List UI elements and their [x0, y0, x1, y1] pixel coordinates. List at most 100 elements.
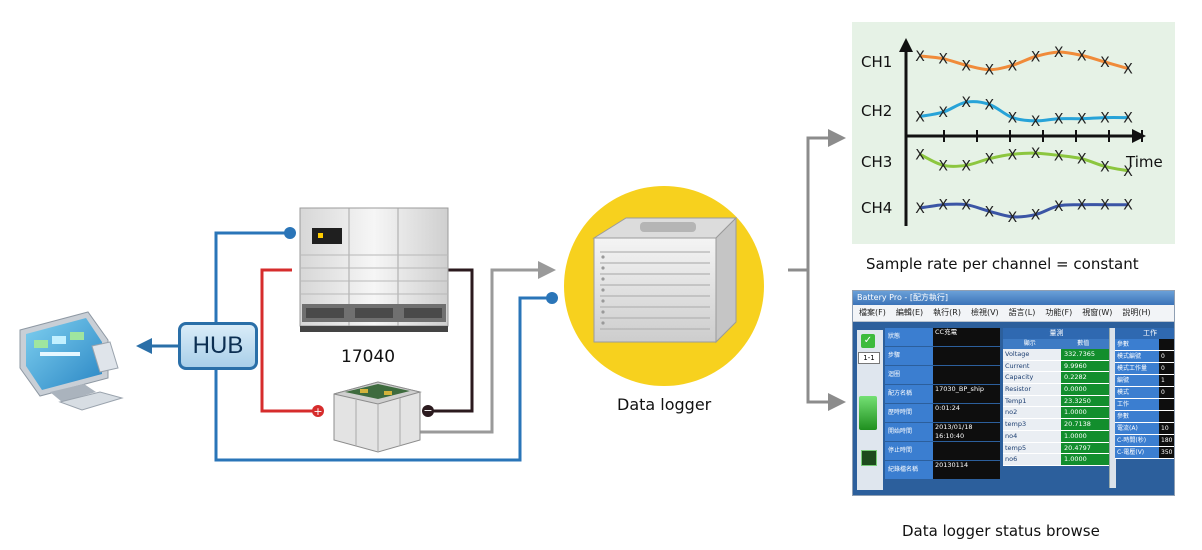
work-value: 0 [1159, 387, 1174, 398]
work-value: 180 [1159, 435, 1174, 446]
logger-output-arrows [788, 136, 828, 404]
work-value [1159, 411, 1174, 422]
arrow-to-chart [828, 129, 846, 147]
menu-item[interactable]: 檢視(V) [970, 308, 999, 317]
measurement-name: Resistor [1003, 384, 1061, 395]
work-row: 電流(A)10 [1115, 423, 1174, 435]
row-key: 紀錄檔名稱 [885, 461, 933, 479]
data-point-marker: X [938, 158, 948, 174]
measurement-value: 1.0000 [1061, 454, 1110, 465]
work-name: C-電壓(V) [1115, 447, 1159, 458]
measurement-name: Voltage [1003, 349, 1061, 360]
table-row: 停止時間 [885, 442, 1000, 460]
row-key: 歷時時間 [885, 404, 933, 422]
status-browse-window: Battery Pro - [配方執行] 檔案(F)編輯(E)執行(R)檢視(V… [852, 290, 1175, 496]
menu-item[interactable]: 功能(F) [1045, 308, 1073, 317]
menu-item[interactable]: 語言(L) [1008, 308, 1036, 317]
monitor-icon[interactable] [861, 450, 877, 466]
data-logger-label: Data logger [617, 395, 712, 414]
measurement-value: 0.0000 [1061, 384, 1110, 395]
row-key: 開始時間 [885, 423, 933, 441]
data-point-marker: X [915, 201, 925, 217]
measurement-name: temp3 [1003, 419, 1061, 430]
work-name: 電流(A) [1115, 423, 1159, 434]
measurement-value: 20.7138 [1061, 419, 1110, 430]
work-row: C-時間(秒)180 [1115, 435, 1174, 447]
data-logger-image [564, 186, 764, 386]
channel-sidebar: ✓ 1-1 [857, 330, 883, 490]
work-value: 10 [1159, 423, 1174, 434]
data-point-marker: X [1077, 152, 1087, 168]
check-icon[interactable]: ✓ [861, 334, 875, 348]
row-value: 2013/01/18 16:10:40 [933, 423, 1000, 441]
work-value: 1 [1159, 375, 1174, 386]
hub-label: HUB [192, 332, 244, 359]
measurement-subheader: 顯示 數值 [1003, 339, 1110, 349]
series-line-ch1 [919, 50, 1129, 72]
row-value: 0:01:24 [933, 404, 1000, 422]
work-name: 參數 [1115, 411, 1159, 422]
data-point-marker: X [1054, 45, 1064, 61]
row-value [933, 442, 1000, 460]
data-point-marker: X [1054, 199, 1064, 215]
measurement-header: 量測 [1003, 328, 1110, 339]
data-point-marker: X [985, 63, 995, 79]
measurement-value: 1.0000 [1061, 407, 1110, 419]
scrollbar[interactable] [1109, 328, 1116, 488]
data-point-marker: X [1031, 50, 1041, 66]
computer-icon [19, 311, 124, 411]
table-row: 迴圈 [885, 366, 1000, 384]
menu-item[interactable]: 說明(H) [1122, 308, 1151, 317]
data-point-marker: X [1123, 164, 1133, 180]
measurement-name: no6 [1003, 454, 1061, 465]
arrow-to-status-window [828, 393, 846, 411]
data-point-marker: X [938, 52, 948, 68]
work-row: 參數 [1115, 411, 1174, 423]
data-point-marker: X [985, 204, 995, 220]
sample-rate-caption: Sample rate per channel = constant [866, 255, 1139, 273]
menu-item[interactable]: 執行(R) [933, 308, 961, 317]
data-point-marker: X [1123, 111, 1133, 127]
work-name: 模式 [1115, 387, 1159, 398]
cycler-network-port [284, 227, 296, 239]
col-display: 顯示 [1023, 340, 1036, 347]
channel-tab[interactable]: 1-1 [858, 352, 880, 364]
row-key: 停止時間 [885, 442, 933, 460]
work-row: 工作 [1115, 399, 1174, 411]
menu-item[interactable]: 視窗(W) [1082, 308, 1113, 317]
work-row: C-電壓(V)350 [1115, 447, 1174, 459]
menu-item[interactable]: 編輯(E) [895, 308, 924, 317]
work-name: 模式編號 [1115, 351, 1159, 362]
row-value: 20130114 [933, 461, 1000, 479]
logger-network-port [546, 292, 558, 304]
data-point-marker: X [1100, 159, 1110, 175]
data-point-marker: X [1077, 198, 1087, 214]
data-point-marker: X [961, 95, 971, 111]
svg-text:+: + [313, 405, 322, 418]
row-key: 狀態 [885, 328, 933, 346]
menu-item[interactable]: 檔案(F) [859, 308, 886, 317]
series-line-ch3 [919, 151, 1129, 173]
measurement-value: 332.7365 [1061, 349, 1110, 360]
work-name: 工作 [1115, 399, 1159, 410]
work-value: 0 [1159, 351, 1174, 362]
data-point-marker: X [961, 158, 971, 174]
data-point-marker: X [1008, 58, 1018, 74]
series-line-ch4 [919, 202, 1128, 219]
series-label-ch3: CH3 [861, 153, 892, 171]
cycler-model-label: 17040 [341, 347, 396, 367]
